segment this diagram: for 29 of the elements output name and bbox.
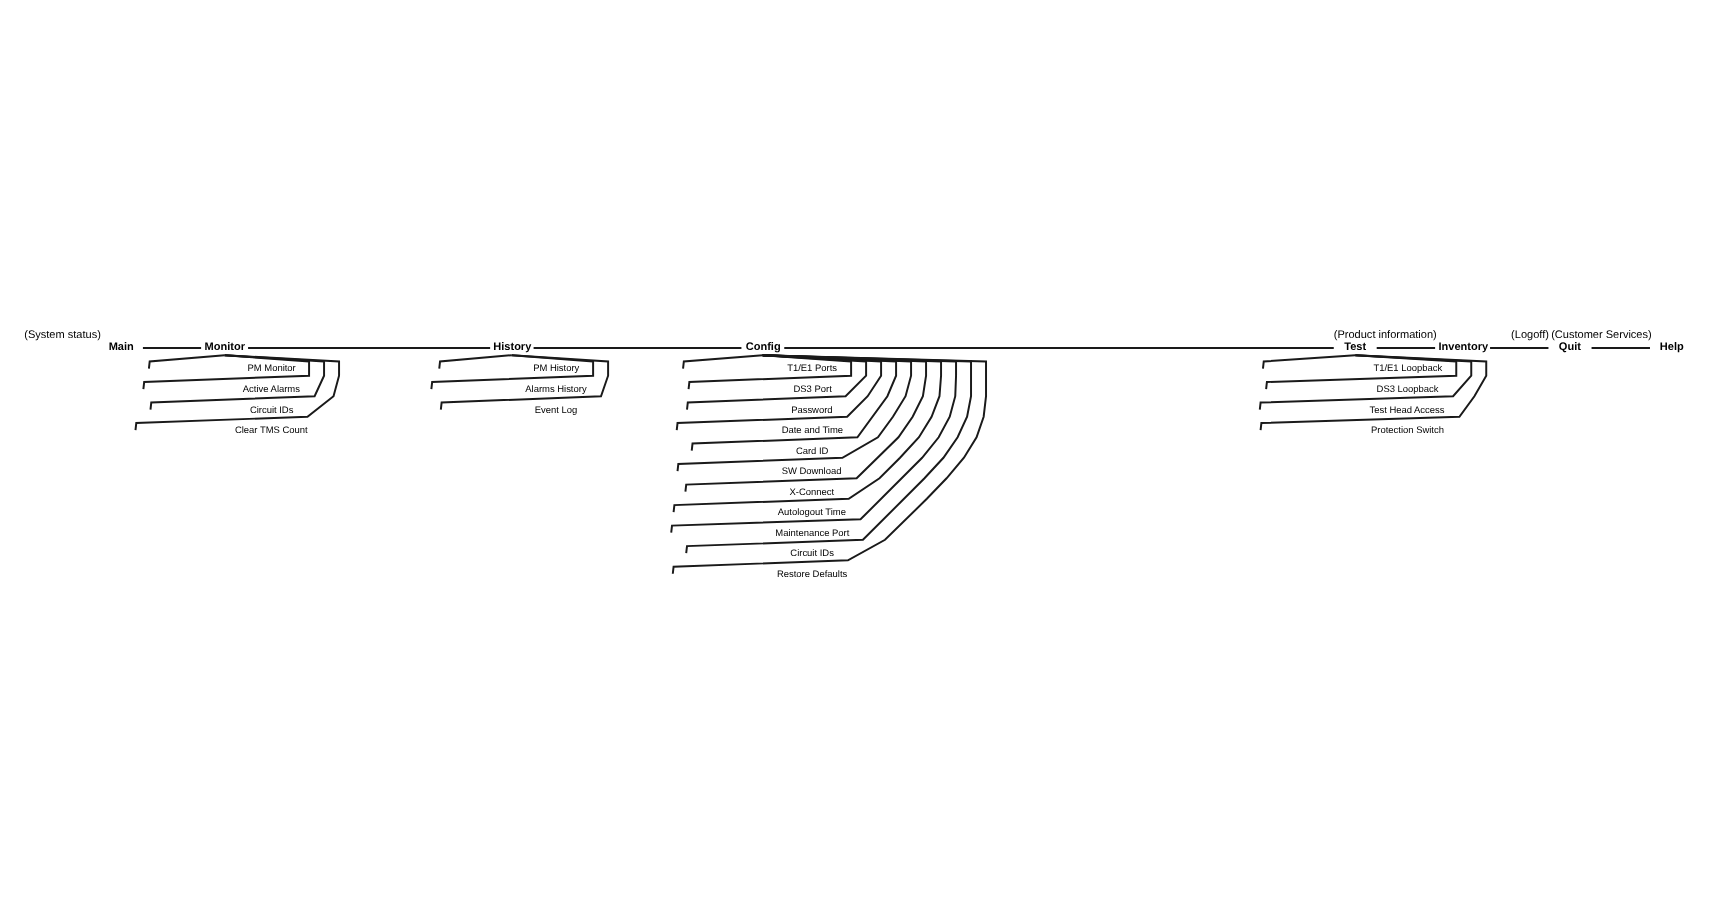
connector <box>676 354 913 473</box>
connector <box>141 347 203 350</box>
connector <box>690 354 898 452</box>
connector <box>672 354 943 514</box>
connector <box>783 347 1335 350</box>
connector <box>1265 354 1458 391</box>
connector <box>671 354 987 575</box>
connector <box>439 354 610 411</box>
connector <box>670 354 958 534</box>
connector <box>1261 354 1357 370</box>
connector <box>1259 354 1488 432</box>
connector <box>149 354 326 411</box>
connector <box>142 354 311 391</box>
connector <box>430 354 595 391</box>
connector <box>532 347 743 350</box>
connector <box>1258 354 1473 411</box>
connector <box>247 347 492 350</box>
connector <box>134 354 341 432</box>
connector <box>438 354 513 370</box>
connector <box>1590 347 1651 350</box>
connector <box>687 354 853 391</box>
connector <box>1375 347 1437 350</box>
connector <box>684 354 928 493</box>
connector <box>147 354 226 370</box>
connector <box>675 354 883 432</box>
connector <box>685 354 973 555</box>
connector <box>682 354 764 370</box>
connector <box>686 354 868 411</box>
connector <box>1489 347 1550 350</box>
